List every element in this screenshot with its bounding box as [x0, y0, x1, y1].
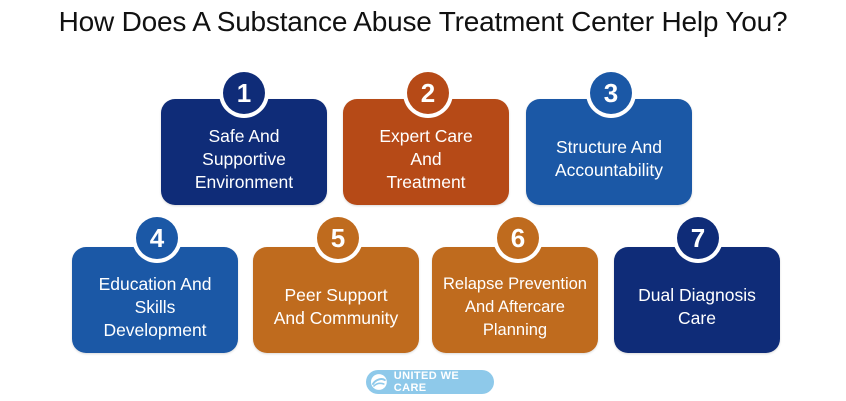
number-badge-5-value: 5 — [317, 217, 359, 259]
card-4: Education And Skills Development — [72, 247, 238, 353]
number-badge-1-value: 1 — [223, 72, 265, 114]
number-badge-7-value: 7 — [677, 217, 719, 259]
card-5: Peer Support And Community — [253, 247, 419, 353]
card-3: Structure And Accountability — [526, 99, 692, 205]
brand-logo-text: UNITED WE CARE — [393, 370, 460, 394]
number-badge-2: 2 — [403, 68, 453, 118]
number-badge-7: 7 — [673, 213, 723, 263]
card-7: Dual Diagnosis Care — [614, 247, 780, 353]
page-title: How Does A Substance Abuse Treatment Cen… — [58, 6, 788, 37]
card-label: Safe And Supportive Environment — [194, 125, 294, 192]
number-badge-6-value: 6 — [497, 217, 539, 259]
card-label: Dual Diagnosis Care — [638, 285, 756, 328]
number-badge-1: 1 — [219, 68, 269, 118]
number-badge-4-value: 4 — [136, 217, 178, 259]
number-badge-6: 6 — [493, 213, 543, 263]
number-badge-2-value: 2 — [407, 72, 449, 114]
number-badge-4: 4 — [132, 213, 182, 263]
number-badge-5: 5 — [313, 213, 363, 263]
card-label: Peer Support And Community — [273, 285, 399, 328]
brand-logo: UNITED WE CARE — [366, 370, 494, 394]
card-label: Relapse Prevention And Aftercare Plannin… — [442, 274, 587, 339]
number-badge-3-value: 3 — [590, 72, 632, 114]
card-label: Structure And Accountability — [555, 137, 663, 180]
card-label: Expert Care And Treatment — [379, 125, 473, 192]
card-label: Education And Skills Development — [98, 273, 212, 340]
card-6: Relapse Prevention And Aftercare Plannin… — [432, 247, 598, 353]
globe-mark-icon — [370, 374, 387, 390]
number-badge-3: 3 — [586, 68, 636, 118]
